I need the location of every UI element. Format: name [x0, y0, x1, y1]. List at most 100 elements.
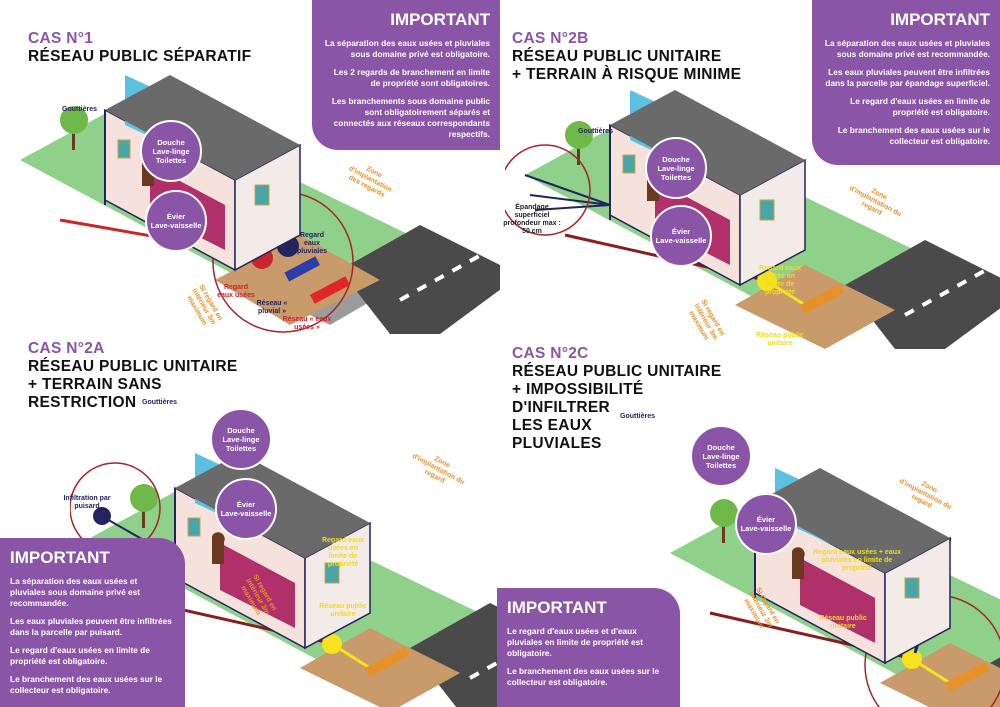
window	[759, 199, 775, 221]
window	[324, 562, 340, 584]
case-heading: RÉSEAU PUBLIC SÉPARATIF	[28, 48, 252, 65]
side-wall	[884, 536, 951, 665]
case-number: CAS N°2A	[28, 340, 105, 357]
important-point: La séparation des eaux usées et pluviale…	[10, 576, 141, 608]
case-number: CAS N°1	[28, 30, 94, 47]
important-point: Les branchements sous domaine public son…	[331, 96, 490, 139]
waste-network-pipe	[309, 276, 351, 304]
tree	[710, 499, 738, 543]
tree	[565, 121, 593, 165]
important-heading: IMPORTANT	[890, 10, 990, 29]
important-heading: IMPORTANT	[390, 10, 490, 29]
rooms-lower-bubble: Évier Lave-vaisselle	[650, 205, 712, 267]
waste-network-label: Réseau « eaux usées »	[282, 316, 332, 331]
waste-manhole-label: Regard eaux usées	[217, 284, 255, 299]
important-point: Les eaux pluviales peuvent être infiltré…	[825, 67, 990, 88]
road	[340, 225, 520, 334]
important-point: La séparation des eaux usées et pluviale…	[824, 38, 990, 59]
rain-network-pipe	[284, 256, 321, 282]
important-point: Les eaux pluviales peuvent être infiltré…	[10, 616, 172, 637]
side-wall	[739, 158, 806, 287]
rooms-lower-bubble: Évier Lave-vaisselle	[735, 493, 797, 555]
interior-lower	[800, 558, 875, 643]
manhole-label: Regard eaux usées en limite de propriété	[758, 265, 802, 296]
roof	[610, 90, 805, 195]
interior-lower	[220, 543, 295, 628]
rooms-upper-bubble: Douche Lave-linge Toilettes	[140, 120, 202, 182]
house	[609, 90, 806, 287]
rooms-lower-bubble: Évier Lave-vaisselle	[215, 478, 277, 540]
soakaway-icon	[93, 507, 111, 525]
case-heading: RÉSEAU PUBLIC UNITAIRE + TERRAIN À RISQU…	[512, 48, 742, 83]
network-label: Réseau public unitaire	[319, 603, 367, 618]
manhole	[757, 271, 777, 291]
rain-network-label: Réseau « pluvial »	[256, 300, 288, 315]
case-number: CAS N°2B	[512, 30, 589, 47]
important-point: Le regard d'eaux usées et d'eaux pluvial…	[507, 626, 644, 658]
house	[104, 75, 301, 272]
case-heading: RÉSEAU PUBLIC UNITAIRE + IMPOSSIBILITÉ D…	[512, 363, 722, 452]
road-marking	[904, 263, 996, 317]
door	[212, 532, 225, 564]
important-point: La séparation des eaux usées et pluviale…	[324, 38, 490, 59]
side-wall	[304, 521, 371, 650]
important-point: Le branchement des eaux usées sur le col…	[507, 666, 660, 687]
manhole-label: Regard eaux usées en limite de propriété	[321, 537, 365, 568]
scene-svg	[499, 90, 1000, 349]
manhole	[322, 634, 342, 654]
public-network-pipe	[944, 661, 990, 692]
public-network-pipe	[799, 283, 845, 314]
important-heading: IMPORTANT	[507, 598, 607, 617]
window	[254, 184, 270, 206]
manhole-label: Regard eaux usées + eaux pluviales en li…	[813, 549, 901, 572]
rooms-upper-bubble: Douche Lave-linge Toilettes	[645, 137, 707, 199]
important-point: Le branchement des eaux usées sur le col…	[837, 125, 990, 146]
road	[845, 240, 1000, 349]
important-heading: IMPORTANT	[10, 548, 110, 567]
gutters-label: Gouttières	[142, 399, 178, 406]
spreading-label: Épandage superficiel profondeur max : 50…	[503, 204, 561, 235]
gutters-label: Gouttières	[578, 128, 614, 135]
gutters-label: Gouttières	[62, 106, 98, 113]
important-point: Les 2 regards de branchement en limite d…	[333, 67, 490, 88]
spreading-lines	[524, 174, 611, 211]
tree	[130, 484, 158, 528]
window	[904, 577, 920, 599]
house-illustration	[499, 0, 1000, 354]
case-heading: RÉSEAU PUBLIC UNITAIRE + TERRAIN SANS RE…	[28, 358, 238, 411]
window	[117, 139, 131, 159]
rooms-lower-bubble: Évier Lave-vaisselle	[145, 190, 207, 252]
infiltration-label: Infiltration par puisard	[63, 495, 111, 510]
window	[622, 154, 636, 174]
manhole	[902, 649, 922, 669]
rain-manhole-label: Regard eaux pluviales	[297, 232, 327, 255]
public-network-pipe	[364, 646, 410, 677]
rooms-upper-bubble: Douche Lave-linge Toilettes	[690, 425, 752, 487]
rooms-upper-bubble: Douche Lave-linge Toilettes	[210, 408, 272, 470]
door	[792, 547, 805, 579]
tree	[60, 106, 88, 150]
road-marking	[399, 248, 491, 302]
important-point: Le regard d'eaux usées en limite de prop…	[850, 96, 990, 117]
network-label: Réseau public unitaire	[756, 332, 804, 347]
important-point: Le branchement des eaux usées sur le col…	[10, 674, 163, 695]
case-number: CAS N°2C	[512, 345, 589, 362]
roof	[755, 468, 950, 573]
important-box: IMPORTANT La séparation des eaux usées e…	[312, 0, 500, 150]
important-point: Le regard d'eaux usées en limite de prop…	[10, 645, 150, 666]
important-box: IMPORTANT La séparation des eaux usées e…	[0, 538, 185, 707]
network-label: Réseau public unitaire	[819, 615, 867, 630]
window	[187, 517, 201, 537]
important-box: IMPORTANT La séparation des eaux usées e…	[812, 0, 1000, 165]
important-box: IMPORTANT Le regard d'eaux usées et d'ea…	[497, 588, 680, 707]
roof	[105, 75, 300, 180]
